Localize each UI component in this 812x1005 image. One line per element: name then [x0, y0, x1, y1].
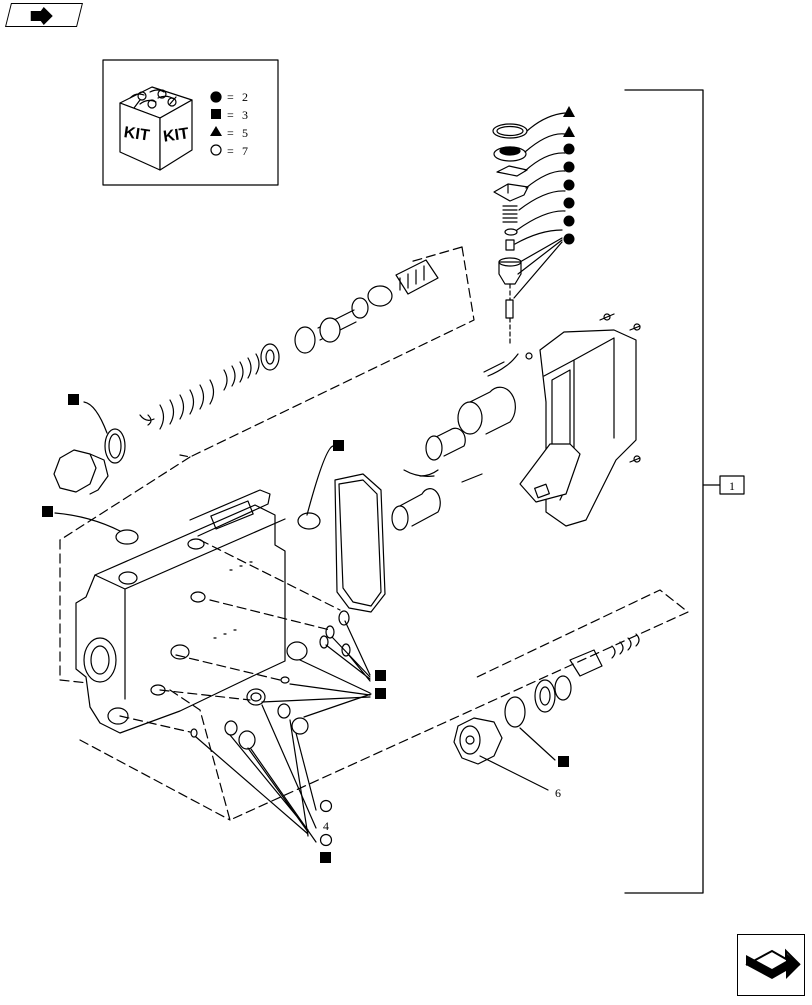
valve-body: [59, 456, 286, 734]
square-marker: [42, 506, 53, 517]
arrow-back-icon: [30, 7, 53, 25]
triangle-marker: [563, 126, 575, 137]
kit-label-left: KIT: [123, 124, 151, 144]
circle-marker: [563, 215, 575, 227]
filled-triangle-icon: [210, 126, 222, 136]
legend-separator-4: =: [227, 144, 234, 158]
triangle-marker: [563, 106, 575, 117]
solenoid-cover-assembly: [391, 313, 641, 531]
square-marker: [320, 852, 331, 863]
open-circle-marker: [319, 799, 333, 813]
legend-separator-2: =: [227, 108, 234, 122]
square-marker: [375, 670, 386, 681]
callout-markers: [42, 394, 569, 863]
legend-separator-3: =: [227, 126, 234, 140]
circle-marker: [563, 161, 575, 173]
filled-circle-icon: [210, 91, 222, 103]
assembly-bracket: 1: [624, 89, 745, 894]
body-seals: [115, 473, 386, 750]
pilot-parts-stack: [492, 123, 529, 346]
hex-plug: [53, 428, 126, 495]
callout-leaders: [54, 401, 556, 843]
circle-marker: [563, 233, 575, 245]
legend-count-square: 3: [242, 108, 248, 122]
circle-marker: [563, 143, 575, 155]
kit-label-right: KIT: [162, 125, 190, 145]
relief-valve-assembly: [79, 589, 689, 821]
open-circle-marker: [319, 833, 333, 847]
kit-legend: KIT KIT = 2 = 3 = 5 = 7: [102, 59, 279, 186]
circle-marker: [563, 179, 575, 191]
spool-assembly: [139, 246, 475, 458]
legend-separator-1: =: [227, 90, 234, 104]
square-marker: [333, 440, 344, 451]
square-marker: [375, 688, 386, 699]
seal-part-label: 4: [323, 819, 329, 833]
open-callout-markers: [319, 799, 333, 847]
pilot-leader-lines: [513, 112, 566, 299]
next-page-button[interactable]: [737, 934, 805, 996]
open-circle-icon: [210, 144, 222, 156]
square-marker: [68, 394, 79, 405]
previous-page-button[interactable]: [5, 3, 83, 27]
kit-box-icon: [119, 86, 193, 171]
square-marker: [558, 756, 569, 767]
filled-square-icon: [211, 109, 221, 119]
circle-marker: [563, 197, 575, 209]
plug-part-label: 6: [555, 786, 561, 800]
pilot-kit-markers: [563, 106, 575, 245]
arrow-next-icon: [745, 948, 801, 979]
legend-count-triangle: 5: [242, 126, 248, 140]
legend-count-circle: 2: [242, 90, 248, 104]
legend-count-open-circle: 7: [242, 144, 248, 158]
assembly-reference-number: 1: [729, 479, 735, 493]
